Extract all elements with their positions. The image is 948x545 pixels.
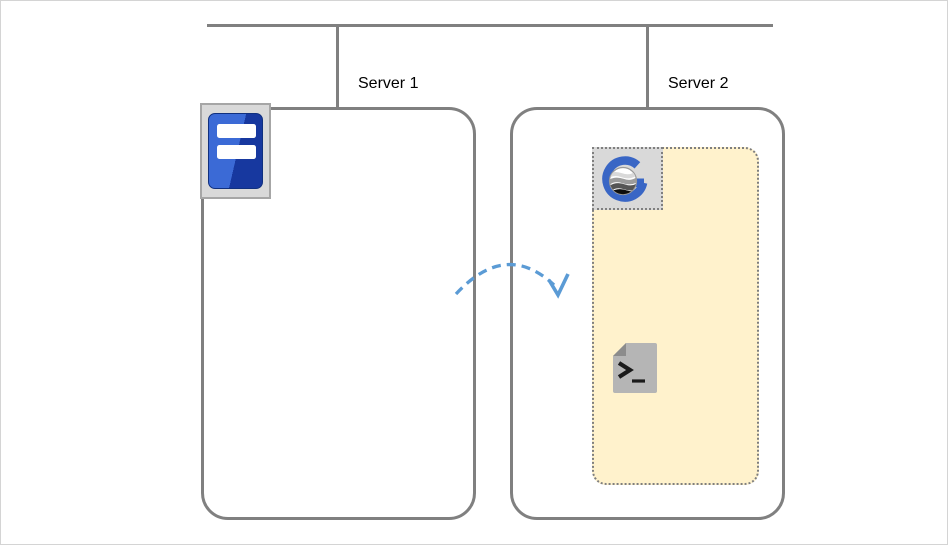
group-a-zone <box>592 147 759 485</box>
blue-application-server-icon <box>208 113 263 189</box>
application-icon-frame <box>200 103 271 199</box>
app-icon-bar <box>217 145 256 159</box>
failover-arrow-icon <box>441 254 581 323</box>
terminal-script-graphic <box>613 343 657 393</box>
server2-connector-line <box>646 25 649 109</box>
server1-connector-line <box>336 25 339 109</box>
server2-label: Server 2 <box>668 75 729 92</box>
g-globe-logo-graphic <box>601 155 647 202</box>
failover-arrow-graphic <box>454 263 570 299</box>
terminal-script-icon <box>612 342 658 399</box>
app-icon-bar <box>217 124 256 138</box>
server1-label: Server 1 <box>358 75 419 92</box>
network-bus-line <box>207 24 773 27</box>
g-globe-logo-icon <box>592 147 663 210</box>
